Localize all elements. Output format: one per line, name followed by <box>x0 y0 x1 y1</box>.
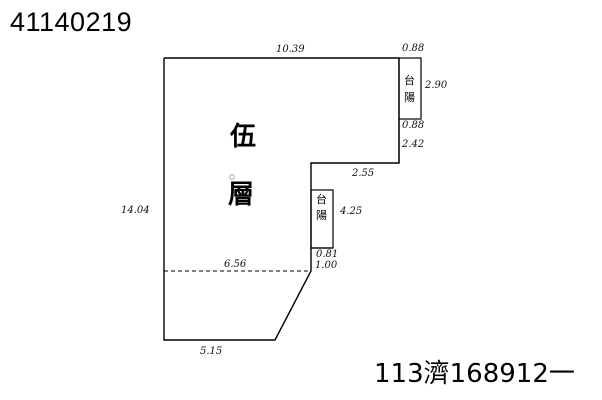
dim-balcony-bottom-small: 0.88 <box>402 120 424 131</box>
dim-balcony2-bottom-small: 0.81 <box>316 249 338 260</box>
case-number: 113濟168912一 <box>374 359 575 389</box>
dim-dashed-line: 6.56 <box>224 259 247 270</box>
floor-label-char1: 伍 <box>230 122 256 152</box>
center-marker <box>229 174 235 180</box>
dim-left-edge: 14.04 <box>121 205 150 216</box>
dim-bottom-edge: 5.15 <box>200 346 222 357</box>
balcony-upper <box>398 57 422 120</box>
dim-step-horizontal: 2.55 <box>351 168 374 179</box>
dim-right-step: 2.42 <box>401 139 424 150</box>
dim-right-upper: 2.90 <box>424 80 448 91</box>
balcony-upper-label-char2: 台 <box>404 73 415 87</box>
balcony-lower-label-char2: 台 <box>316 192 327 206</box>
balcony-lower-label-char1: 陽 <box>316 209 327 222</box>
sheet-id: 41140219 <box>10 7 133 37</box>
dim-diagonal-top: 1.00 <box>315 260 338 271</box>
dim-balcony2-side: 4.25 <box>339 206 362 217</box>
dim-top-right-small: 0.88 <box>402 43 424 54</box>
floor-label-char2: 層 <box>228 180 254 210</box>
building-outline <box>163 57 400 341</box>
dim-top-edge: 10.39 <box>276 44 305 55</box>
balcony-upper-label-char1: 陽 <box>404 91 415 104</box>
